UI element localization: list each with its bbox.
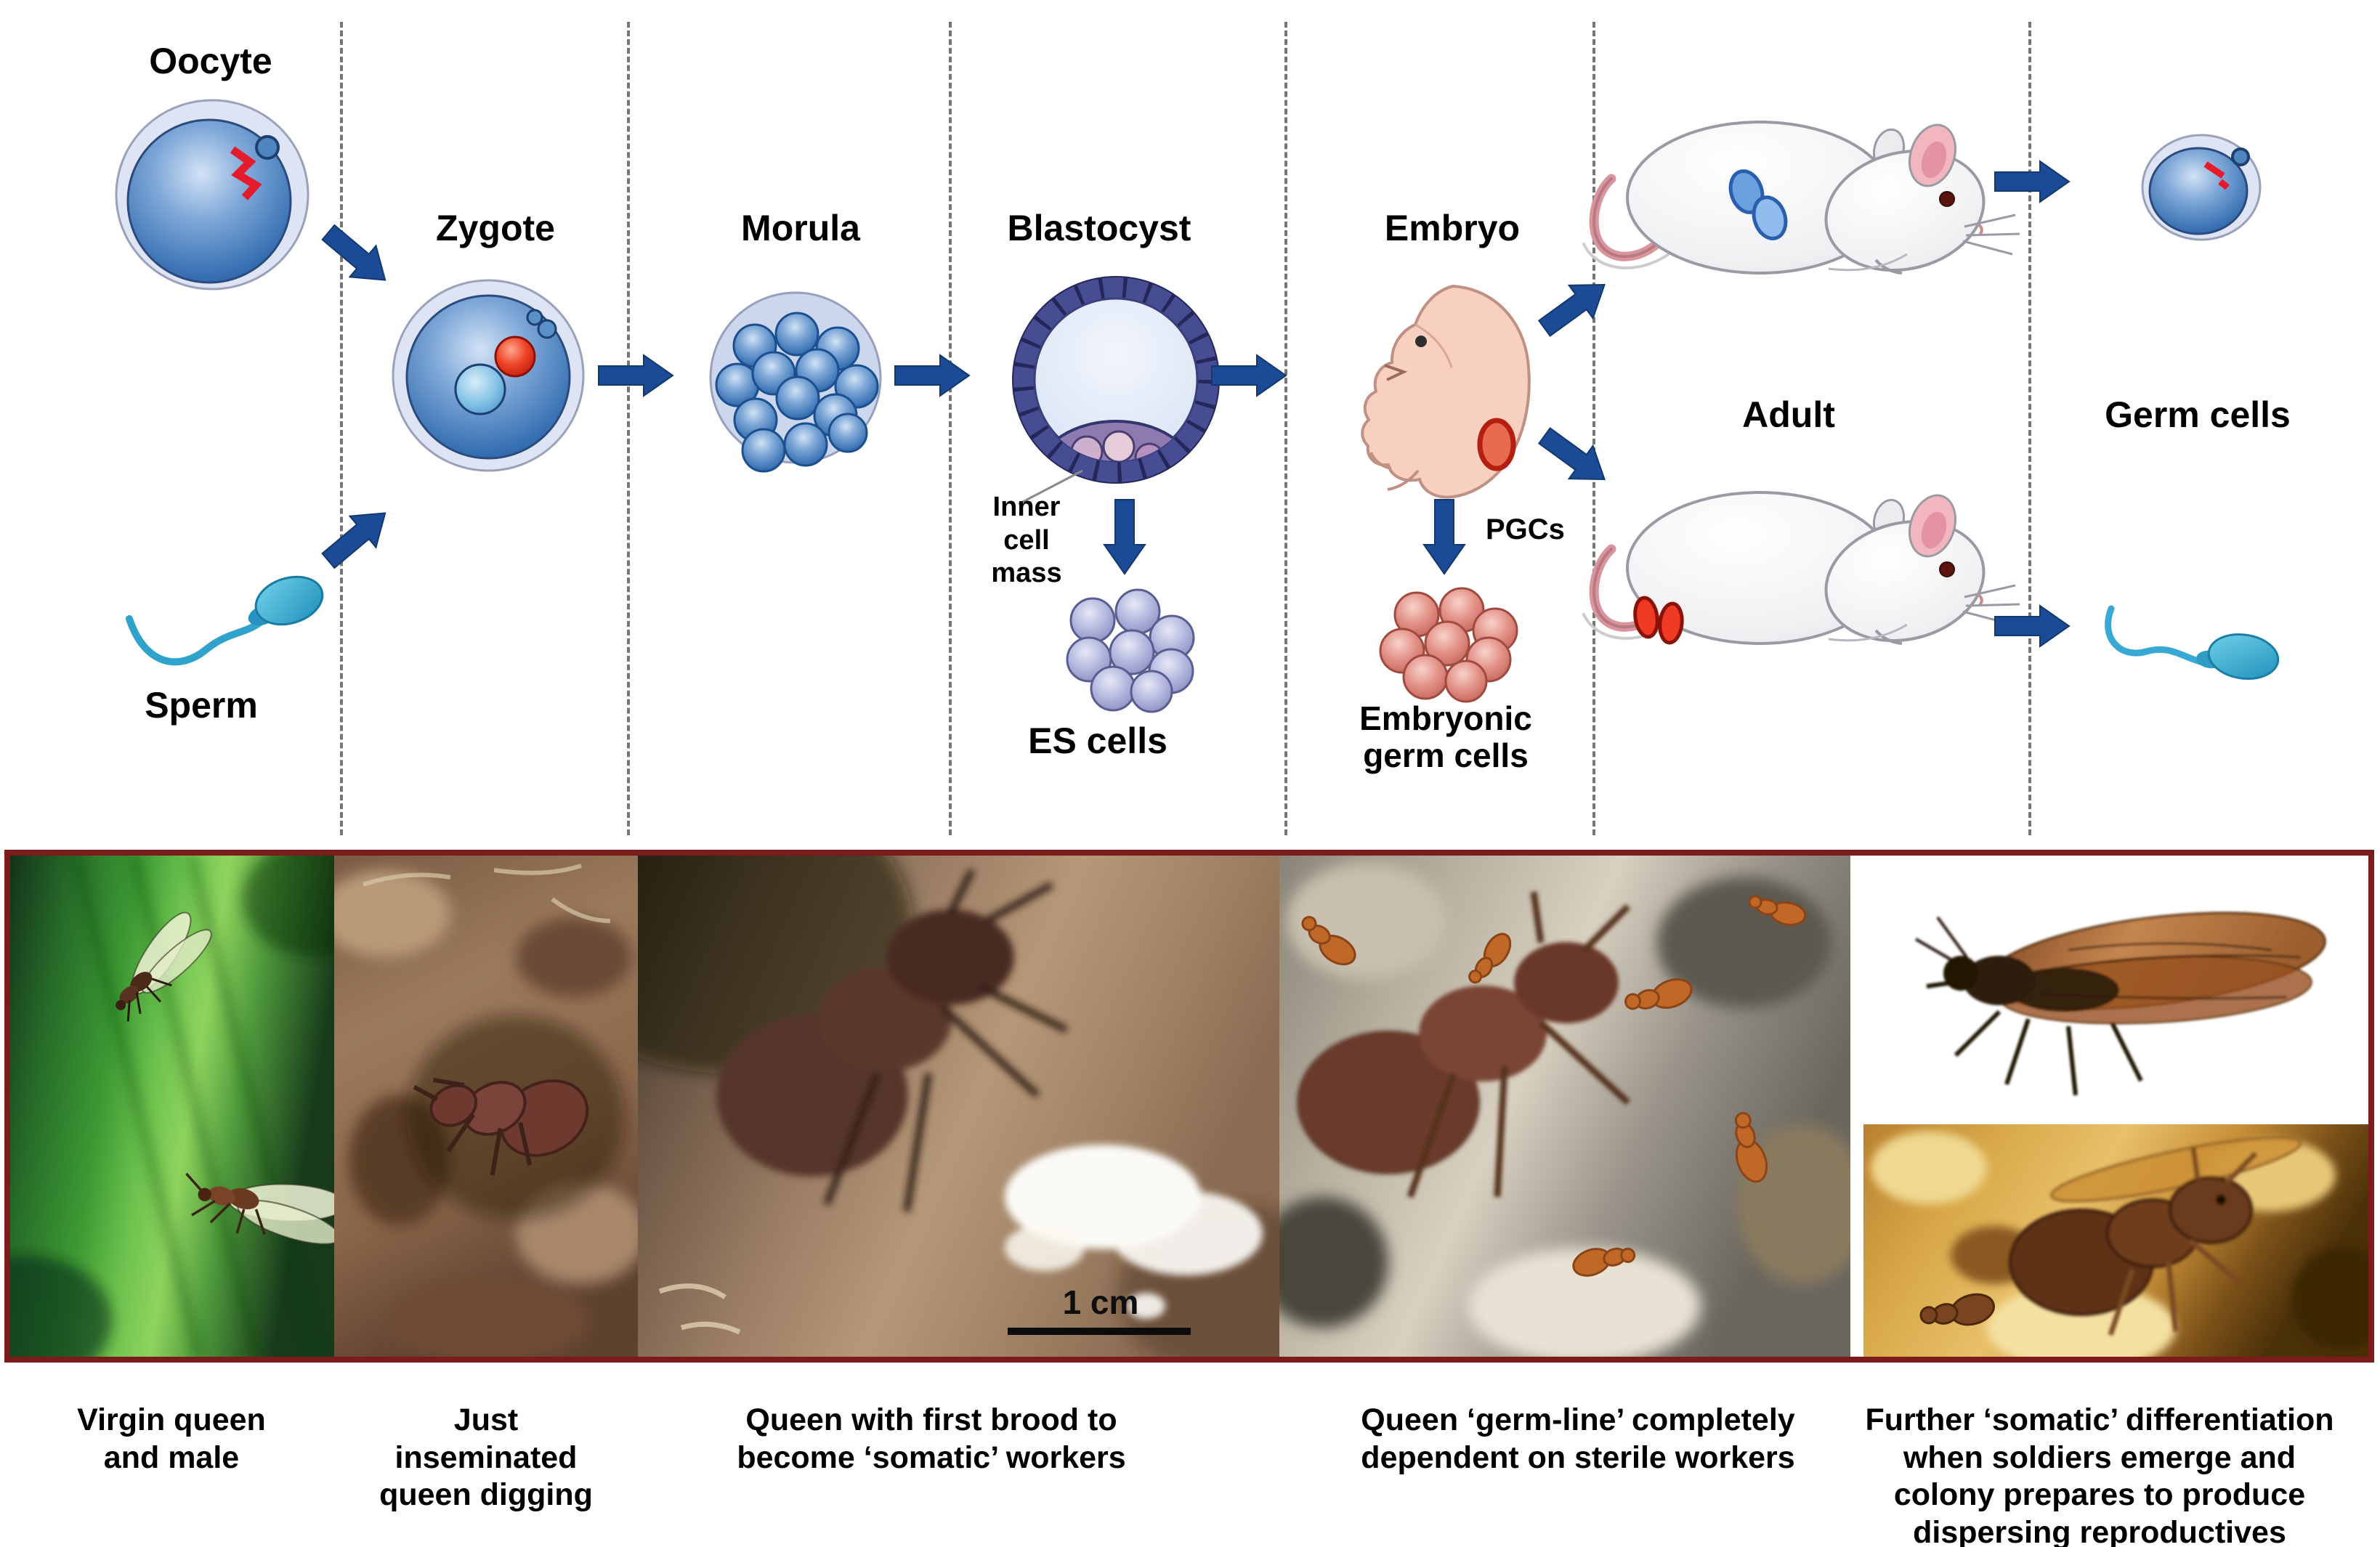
scale-bar <box>1008 1328 1191 1335</box>
es-cells-cluster <box>1066 588 1195 713</box>
digging-queen-ant <box>413 1078 589 1176</box>
photo-queen-with-workers <box>1279 856 1850 1357</box>
queen-ant-large <box>1296 891 1631 1198</box>
polar-body <box>255 135 280 160</box>
blue-germline-marks <box>1728 169 1788 240</box>
soldier-queen-ant <box>2009 1136 2302 1336</box>
worker-ants <box>1301 895 1807 1277</box>
photo-dispersing-alate <box>1850 856 2368 1124</box>
annotation-embryonic-germ-cells: Embryonic germ cells <box>1359 699 1532 774</box>
stage-label-blastocyst: Blastocyst <box>1007 208 1191 248</box>
embryo-eye <box>1415 336 1427 347</box>
stage-divider-2 <box>627 22 630 835</box>
stage-label-germ-cells: Germ cells <box>2105 394 2291 435</box>
oocyte-cell <box>115 99 309 291</box>
germ-cell-sperm <box>2105 605 2280 680</box>
stage-label-adult: Adult <box>1742 394 1835 435</box>
stage-label-sperm: Sperm <box>145 685 258 726</box>
annotation-inner-cell-mass: Inner cell mass <box>991 492 1062 589</box>
adult-mouse-top <box>1584 119 2020 286</box>
stage-label-embryo: Embryo <box>1384 208 1521 248</box>
gonadal-ridge-mark <box>1477 418 1516 471</box>
annotation-es-cells: ES cells <box>1028 720 1167 761</box>
pronucleus-red <box>494 336 536 378</box>
photo-soldiers-colony <box>1863 1124 2368 1357</box>
caption-somatic-differentiation: Further ‘somatic’ differentiation when s… <box>1865 1402 2334 1547</box>
alate-ant-male <box>116 911 212 1022</box>
icm-pointer-line <box>1018 469 1083 505</box>
photo-queen-first-brood <box>638 856 1279 1357</box>
germ-cell-oocyte <box>2141 134 2262 241</box>
photo-queen-digging <box>334 856 638 1357</box>
caption-first-brood: Queen with first brood to become ‘somati… <box>737 1402 1126 1475</box>
caption-inseminated-queen: Just inseminated queen digging <box>379 1402 593 1513</box>
stage-divider-1 <box>340 22 343 835</box>
adult-mouse-bottom <box>1584 490 2020 657</box>
stage-divider-6 <box>2028 22 2031 835</box>
worker-ant-small <box>1919 1293 1995 1326</box>
pronucleus-blue <box>454 363 506 415</box>
stage-divider-5 <box>1592 22 1595 835</box>
sperm-cell <box>126 575 324 666</box>
embryo-figure <box>1361 284 1531 499</box>
queen-silhouette <box>716 868 1069 1212</box>
stage-label-morula: Morula <box>741 208 860 248</box>
photo-virgin-queen-and-male <box>10 856 334 1357</box>
alate-reproductive <box>1914 911 2326 1096</box>
development-diagram-art <box>115 99 2280 713</box>
stage-divider-4 <box>1284 22 1287 835</box>
stage-divider-3 <box>949 22 952 835</box>
blastocyst-cell <box>1012 276 1220 505</box>
photo-strip <box>4 850 2374 1363</box>
fungus-garden-white <box>1005 1145 1263 1319</box>
caption-virgin-queen: Virgin queen and male <box>77 1402 266 1475</box>
embryonic-germ-cells-cluster <box>1379 587 1518 703</box>
chromosome-mark <box>230 146 262 200</box>
caption-germ-line: Queen ‘germ-line’ completely dependent o… <box>1361 1402 1795 1475</box>
alate-ant-queen <box>185 1172 334 1245</box>
annotation-pgcs: PGCs <box>1486 513 1565 545</box>
morula-cell <box>709 291 882 473</box>
zygote-cell <box>392 279 585 472</box>
scale-bar-label: 1 cm <box>1062 1283 1139 1321</box>
red-gonad-marks <box>1633 596 1684 645</box>
stage-label-zygote: Zygote <box>436 208 555 248</box>
stage-label-oocyte: Oocyte <box>149 41 272 81</box>
